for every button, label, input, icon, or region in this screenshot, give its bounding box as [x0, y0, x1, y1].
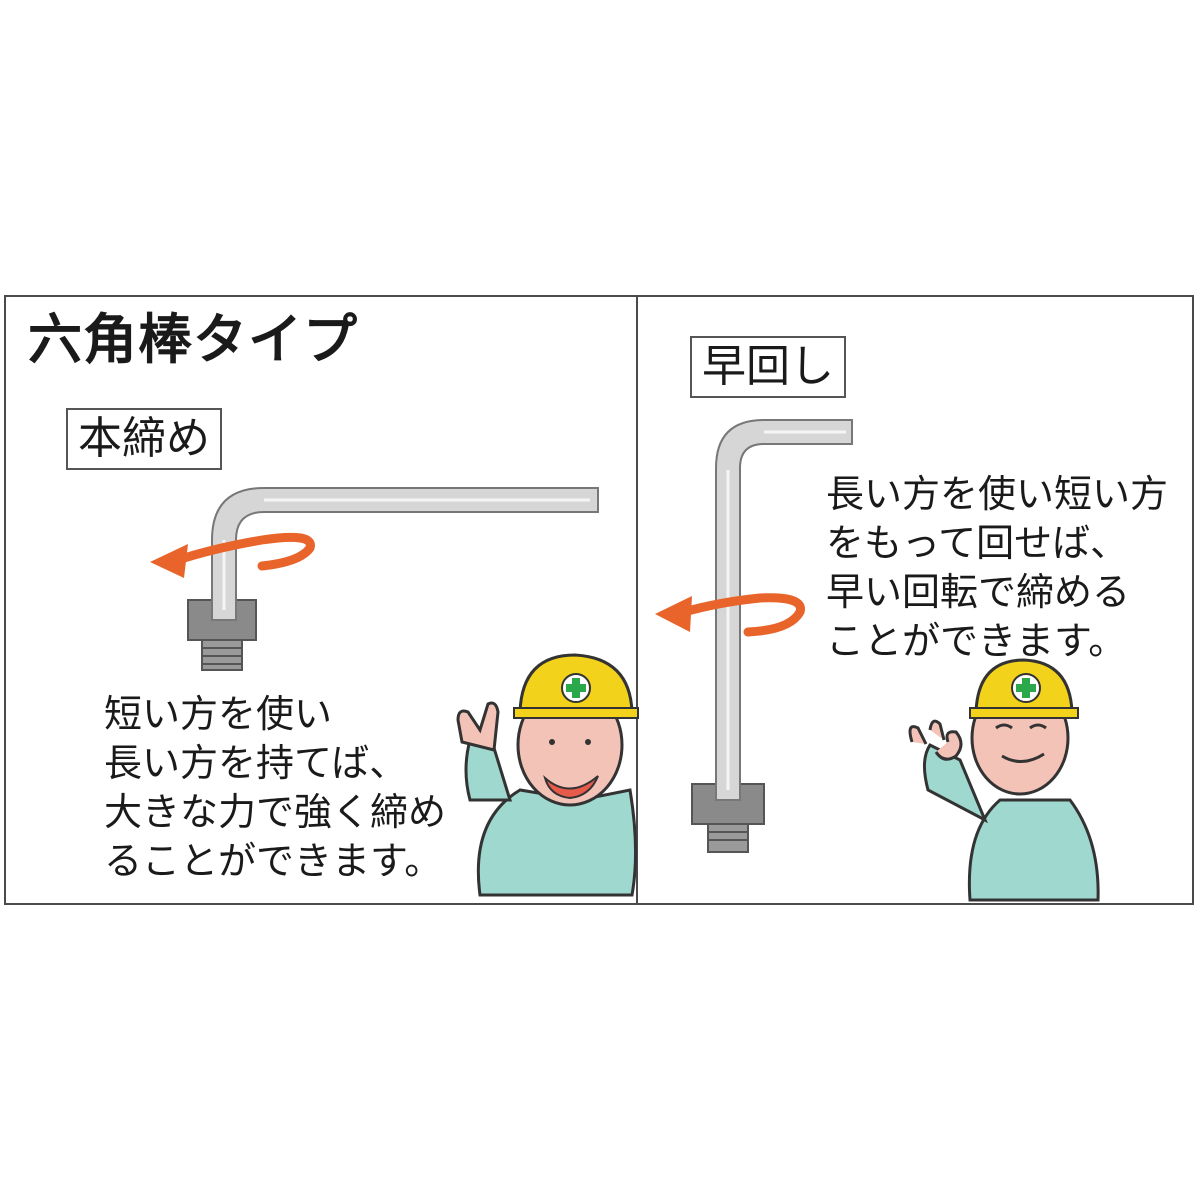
- description-line: ことができます。: [826, 619, 1127, 663]
- worker-illustration: [908, 658, 1100, 902]
- rotation-arrow-icon: [150, 532, 315, 578]
- panel-divider: [636, 295, 638, 905]
- panels-frame: [4, 295, 1194, 905]
- description-line: 大きな力で強く締め: [104, 790, 447, 834]
- left-description: 短い方を使い 長い方を持てば、 大きな力で強く締め ることができます。: [104, 690, 446, 886]
- description-line: 短い方を使い: [104, 692, 333, 736]
- page-title: 六角棒タイプ: [28, 308, 358, 371]
- bolt-icon: [691, 783, 765, 853]
- description-line: ることができます。: [104, 839, 443, 883]
- description-line: をもって回せば、: [826, 521, 1129, 565]
- description-line: 長い方を使い短い方: [826, 472, 1169, 516]
- right-description: 長い方を使い短い方 をもって回せば、 早い回転で締める ことができます。: [826, 470, 1168, 666]
- rotation-arrow-icon: [655, 593, 805, 637]
- hex-wrench-icon: [211, 487, 599, 621]
- description-line: 早い回転で締める: [826, 570, 1131, 614]
- hex-wrench-icon: [715, 419, 853, 801]
- description-line: 長い方を持てば、: [104, 741, 408, 785]
- mode-label-final-tightening: 本締め: [66, 408, 222, 470]
- mode-label-fast-turning: 早回し: [690, 336, 846, 398]
- worker-illustration: [456, 653, 639, 897]
